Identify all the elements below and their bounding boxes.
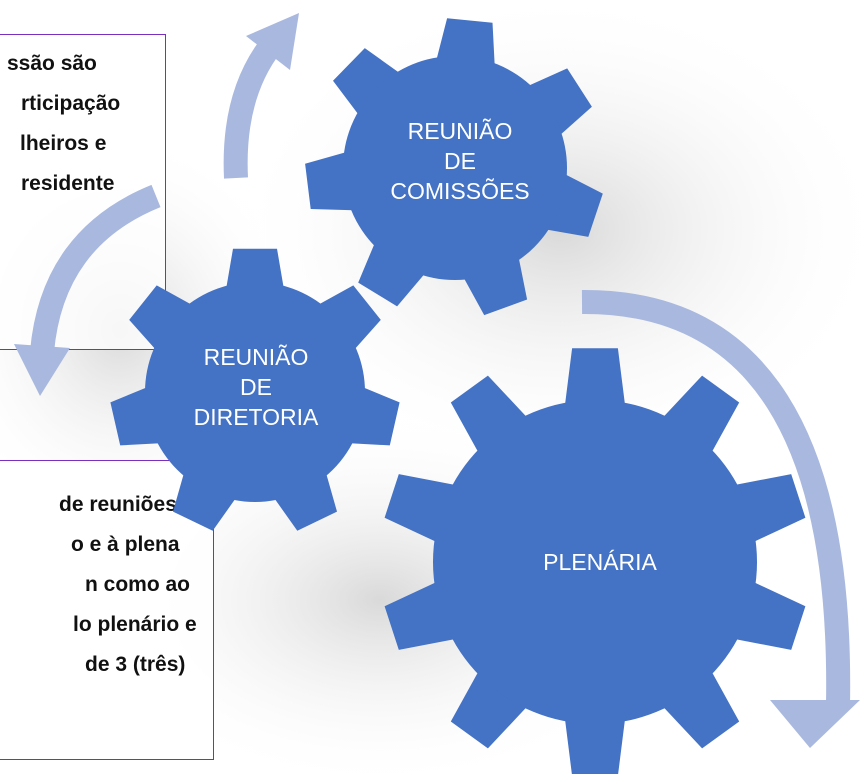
gear-comissoes-body bbox=[343, 56, 567, 280]
gear-label-line: DIRETORIA bbox=[193, 404, 319, 430]
gear-label-line: COMISSÕES bbox=[390, 178, 530, 204]
text-line: lo plenário e bbox=[73, 613, 197, 636]
gear-label-line: REUNIÃO bbox=[407, 118, 513, 144]
gear-diretoria-body bbox=[145, 282, 365, 502]
gear-label-line: DE bbox=[240, 374, 272, 400]
gear-plenaria-body bbox=[433, 400, 757, 724]
text-box-bottom: de reuniões o e à plena n como ao lo ple… bbox=[0, 460, 214, 760]
gear-label-comissoes: REUNIÃO DE COMISSÕES bbox=[355, 116, 565, 206]
gear-label-plenaria: PLENÁRIA bbox=[500, 547, 700, 577]
cycle-arrow-right-head bbox=[770, 700, 860, 748]
cycle-arrow-top-head bbox=[246, 13, 299, 70]
text-line: de 3 (três) bbox=[85, 653, 186, 676]
text-line: de reuniões bbox=[59, 493, 177, 516]
text-line: n como ao bbox=[85, 573, 191, 596]
text-line: rticipação bbox=[21, 92, 121, 115]
gear-label-line: DE bbox=[444, 148, 476, 174]
text-line: residente bbox=[21, 172, 115, 195]
text-box-top: ssão são rticipação lheiros e residente bbox=[0, 34, 166, 350]
cycle-arrow-left-head bbox=[14, 344, 70, 396]
cycle-arrow-left bbox=[30, 184, 161, 354]
cycle-arrow-top bbox=[223, 36, 282, 179]
text-line: ssão são bbox=[7, 52, 97, 75]
gear-label-diretoria: REUNIÃO DE DIRETORIA bbox=[151, 342, 361, 432]
text-line: o e à plena bbox=[71, 533, 180, 556]
gear-label-line: REUNIÃO bbox=[203, 344, 309, 370]
cycle-arrow-right bbox=[581, 289, 851, 706]
text-line: lheiros e bbox=[20, 132, 107, 155]
gear-label-line: PLENÁRIA bbox=[543, 549, 657, 575]
